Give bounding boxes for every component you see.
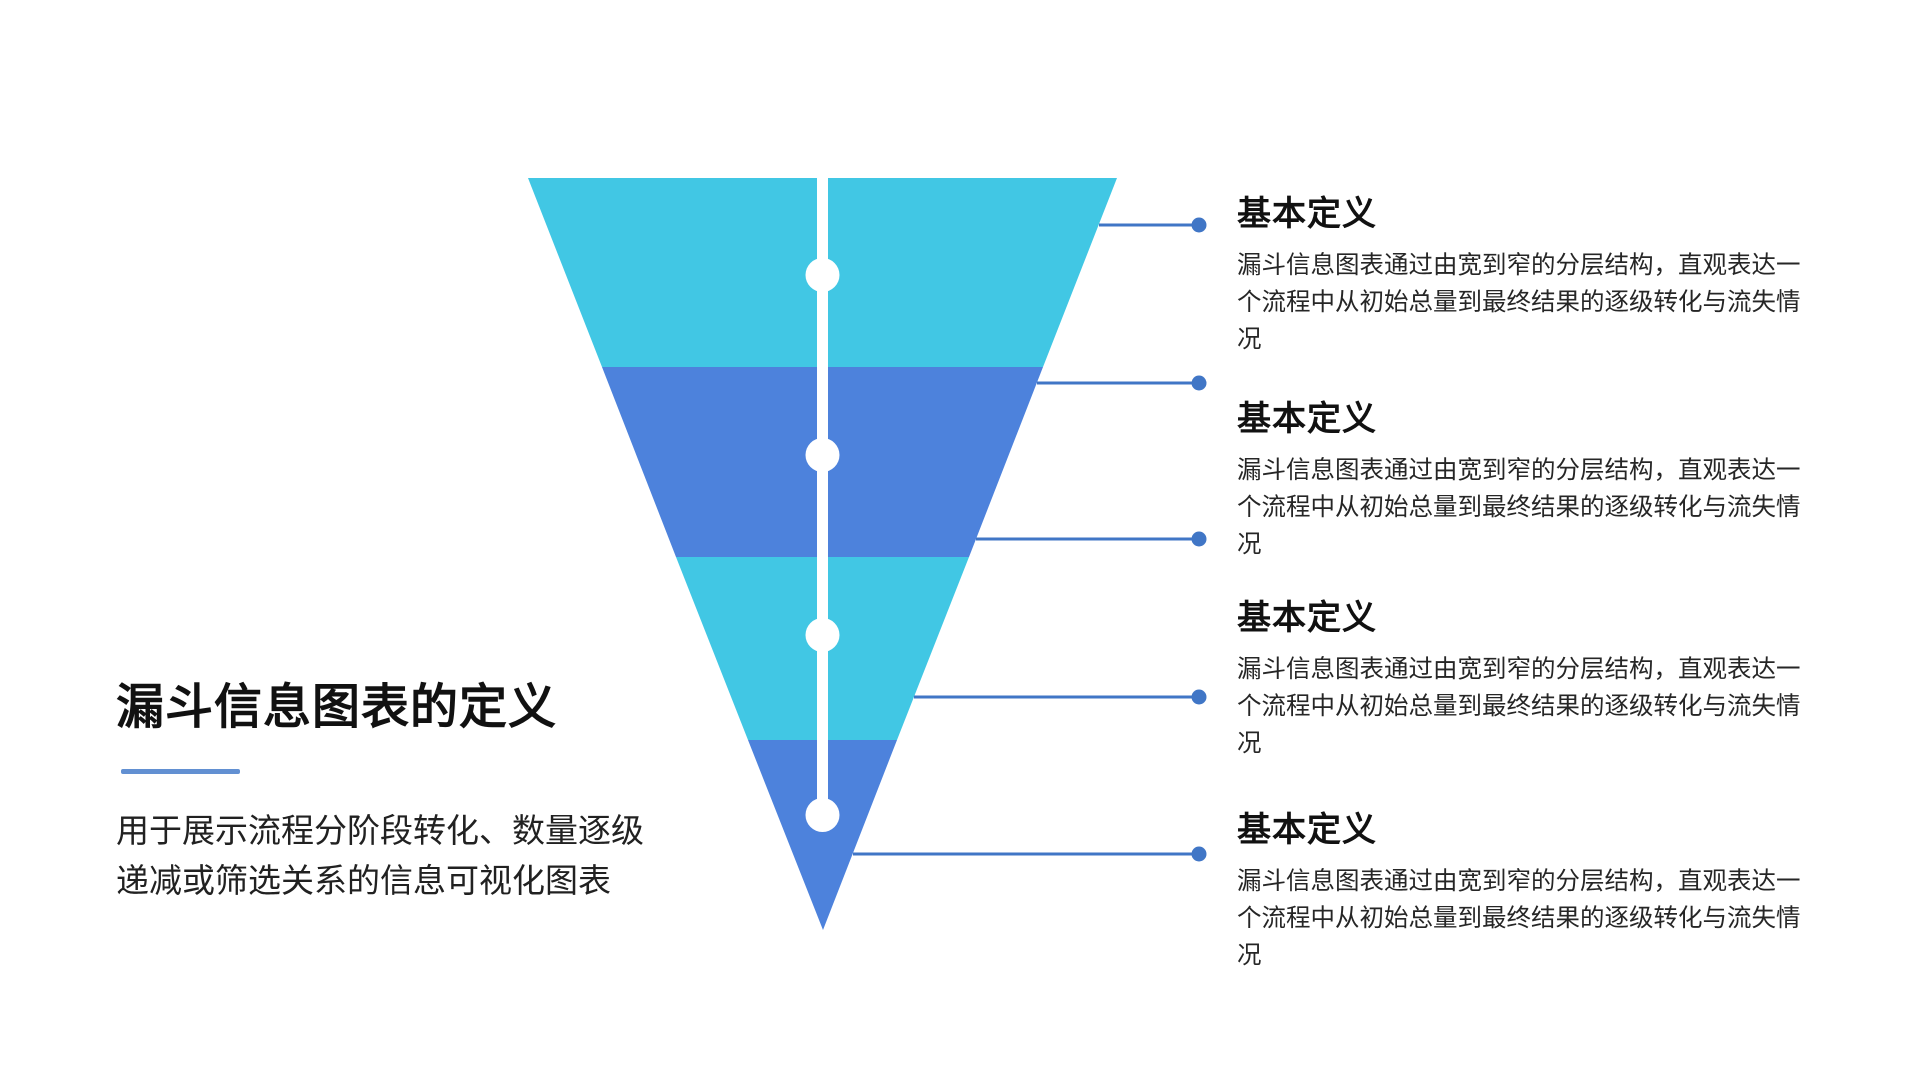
definition-section-3: 基本定义 漏斗信息图表通过由宽到窄的分层结构，直观表达一个流程中从初始总量到最终… xyxy=(1237,596,1822,762)
title-underline xyxy=(121,769,240,774)
connector-dot-3 xyxy=(1191,531,1207,547)
section-body: 漏斗信息图表通过由宽到窄的分层结构，直观表达一个流程中从初始总量到最终结果的逐级… xyxy=(1237,868,1801,969)
intro-text: 用于展示流程分阶段转化、数量逐级递减或筛选关系的信息可视化图表 xyxy=(116,812,644,899)
definition-section-1: 基本定义 漏斗信息图表通过由宽到窄的分层结构，直观表达一个流程中从初始总量到最终… xyxy=(1237,192,1822,358)
definition-section-2: 基本定义 漏斗信息图表通过由宽到窄的分层结构，直观表达一个流程中从初始总量到最终… xyxy=(1237,397,1822,563)
page-title: 漏斗信息图表的定义 xyxy=(116,681,558,734)
section-heading: 基本定义 xyxy=(1237,400,1377,438)
definition-section-4: 基本定义 漏斗信息图表通过由宽到窄的分层结构，直观表达一个流程中从初始总量到最终… xyxy=(1237,808,1822,974)
funnel-axis-dot-1 xyxy=(805,258,840,292)
section-heading: 基本定义 xyxy=(1237,195,1377,233)
funnel-axis-line xyxy=(817,178,828,815)
section-body: 漏斗信息图表通过由宽到窄的分层结构，直观表达一个流程中从初始总量到最终结果的逐级… xyxy=(1237,656,1801,757)
section-body: 漏斗信息图表通过由宽到窄的分层结构，直观表达一个流程中从初始总量到最终结果的逐级… xyxy=(1237,252,1801,353)
funnel-layer-4 xyxy=(748,740,897,930)
connector-dot-4 xyxy=(1191,689,1207,705)
section-heading: 基本定义 xyxy=(1237,599,1377,637)
connector-dot-5 xyxy=(1191,846,1207,862)
funnel-axis-dot-3 xyxy=(805,618,840,652)
section-heading: 基本定义 xyxy=(1237,811,1377,849)
funnel-axis-dot-4 xyxy=(805,798,840,832)
connector-dot-2 xyxy=(1191,375,1207,391)
section-body: 漏斗信息图表通过由宽到窄的分层结构，直观表达一个流程中从初始总量到最终结果的逐级… xyxy=(1237,457,1801,558)
connector-dot-1 xyxy=(1191,217,1207,233)
funnel-axis-dot-2 xyxy=(805,438,840,472)
